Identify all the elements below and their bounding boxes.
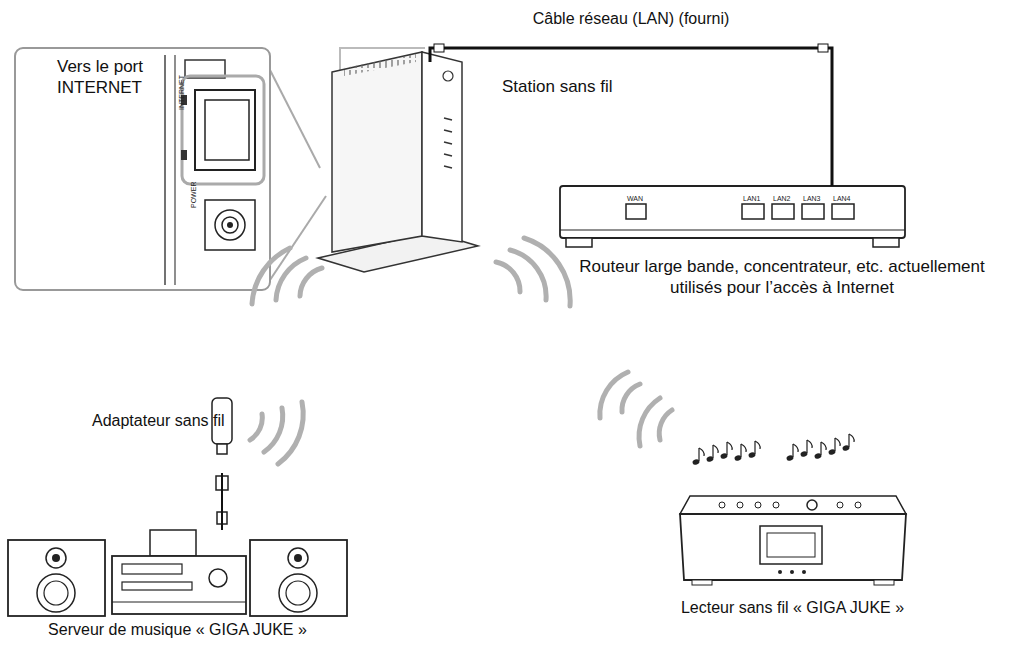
port-label: POWER bbox=[190, 182, 197, 208]
device-label: Serveur de musique « GIGA JUKE » bbox=[5, 620, 350, 640]
cable-connector bbox=[430, 44, 832, 186]
port-label: LAN4 bbox=[833, 195, 851, 202]
port-label: WAN bbox=[627, 195, 643, 202]
port-label: LAN2 bbox=[773, 195, 791, 202]
wireless-player: Lecteur sans fil « GIGA JUKE » bbox=[650, 490, 937, 622]
cable-label: Câble réseau (LAN) (fourni) bbox=[529, 10, 734, 28]
broadband-router: Routeur large bande, concentrateur, etc.… bbox=[558, 186, 1010, 308]
wireless-adapter: Adaptateur sans fil bbox=[88, 400, 242, 473]
music-server: Serveur de musique « GIGA JUKE » bbox=[5, 530, 352, 642]
device-label: Vers le port INTERNET bbox=[57, 56, 169, 99]
port-label: LAN1 bbox=[743, 195, 761, 202]
port-label: INTERNET bbox=[178, 75, 185, 110]
port-label: LAN3 bbox=[803, 195, 821, 202]
device-label: Routeur large bande, concentrateur, etc.… bbox=[562, 256, 1002, 299]
device-label: Lecteur sans fil « GIGA JUKE » bbox=[650, 598, 935, 618]
inset-callout: Vers le port INTERNET bbox=[15, 48, 175, 118]
device-label: Station sans fil bbox=[502, 76, 613, 97]
cable-connector bbox=[222, 473, 223, 530]
wireless-station: Station sans fil bbox=[320, 62, 620, 262]
device-label: Adaptateur sans fil bbox=[92, 411, 225, 431]
